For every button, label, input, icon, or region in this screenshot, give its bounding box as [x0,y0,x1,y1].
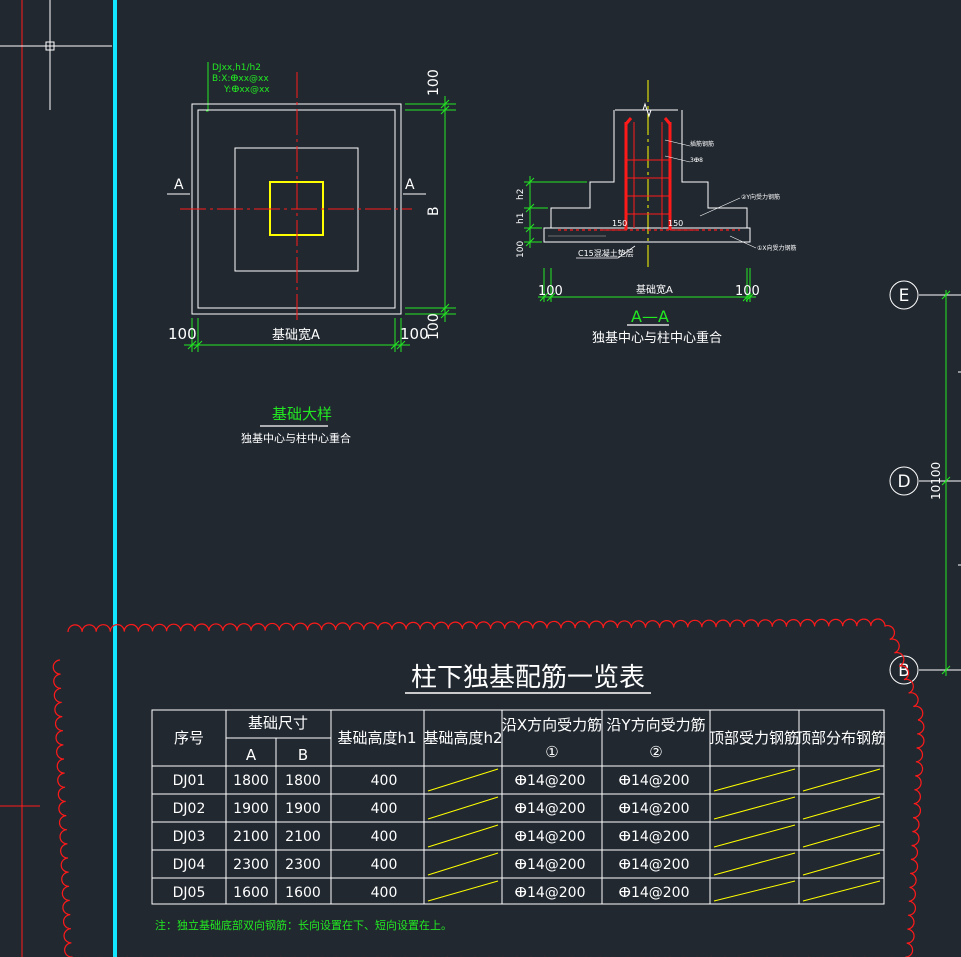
header-no: 序号 [174,729,204,747]
svg-text:ⴲ14@200: ⴲ14@200 [515,801,586,817]
label-c15: C15混凝土垫层 [578,248,634,258]
svg-text:ⴲ14@200: ⴲ14@200 [515,829,586,845]
plan-note-line2: B:X:ⴲxx@xx [212,74,269,84]
label-150-right: 150 [668,219,683,228]
label-x-rebar: ①X向受力钢筋 [757,244,797,252]
plan-caption-title: 基础大样 [272,405,332,423]
svg-text:2300: 2300 [285,857,321,873]
svg-text:400: 400 [371,773,398,789]
section-tag-right: A [405,177,415,193]
svg-text:1800: 1800 [233,773,269,789]
svg-text:2100: 2100 [233,829,269,845]
svg-text:ⴲ14@200: ⴲ14@200 [515,885,586,901]
dim-right-bot: 100 [426,313,442,340]
table-row: DJ05 1600 1600 400 ⴲ14@200 ⴲ14@200 [173,885,690,901]
header-x-num: ① [545,743,558,761]
svg-text:ⴲ14@200: ⴲ14@200 [619,829,690,845]
section-dim-mid: 基础宽A [636,283,673,296]
svg-text:1900: 1900 [285,801,321,817]
plan-note-line1: DJxx,h1/h2 [212,63,261,73]
dim-right-top: 100 [426,69,442,96]
header-x-rebar: 沿X方向受力筋 [502,716,602,734]
label-stirrup: 3ⴲ8 [690,157,703,164]
svg-text:ⴲ14@200: ⴲ14@200 [515,857,586,873]
dim-bottom-right: 100 [400,325,429,343]
plan-caption-sub: 独基中心与柱中心重合 [241,431,351,445]
crosshair-cursor [0,0,112,110]
svg-text:1600: 1600 [233,885,269,901]
table-title: 柱下独基配筋一览表 [411,663,645,693]
label-dowel-rebar: 插筋钢筋 [690,140,714,148]
header-h1: 基础高度h1 [337,729,416,747]
label-100-vert: 100 [516,241,526,258]
svg-text:DJ02: DJ02 [173,801,206,817]
axis-bubble-d: D [897,472,910,492]
header-b: B [298,746,308,764]
revision-cloud [52,618,925,957]
label-h2: h2 [516,189,526,200]
table-row: DJ03 2100 2100 400 ⴲ14@200 ⴲ14@200 [173,829,690,845]
header-a: A [246,746,257,764]
header-top-main: 顶部受力钢筋 [709,729,799,747]
label-150-left: 150 [612,219,627,228]
svg-text:ⴲ14@200: ⴲ14@200 [619,885,690,901]
section-dim-right: 100 [735,284,760,299]
svg-text:400: 400 [371,829,398,845]
grid-axes: 10100 E D B [889,280,961,685]
svg-text:400: 400 [371,801,398,817]
section-title: A—A [631,307,669,326]
axis-bubble-b: B [898,661,910,681]
header-y-rebar: 沿Y方向受力筋 [606,716,705,734]
axis-bubble-e: E [899,286,910,306]
header-y-num: ② [649,743,662,761]
svg-text:DJ01: DJ01 [173,773,206,789]
svg-text:ⴲ14@200: ⴲ14@200 [619,857,690,873]
plan-note-line3: Y:ⴲxx@xx [223,85,270,95]
foundation-plan-view: DJxx,h1/h2 B:X:ⴲxx@xx Y:ⴲxx@xx A A 100 B… [167,62,456,445]
svg-text:ⴲ14@200: ⴲ14@200 [619,801,690,817]
empty-cell-slashes [427,768,881,902]
svg-text:DJ03: DJ03 [173,829,206,845]
svg-text:ⴲ14@200: ⴲ14@200 [619,773,690,789]
svg-text:1900: 1900 [233,801,269,817]
rebar-schedule-table: 柱下独基配筋一览表 [151,663,886,932]
svg-text:1800: 1800 [285,773,321,789]
svg-text:1600: 1600 [285,885,321,901]
svg-text:2100: 2100 [285,829,321,845]
table-row: DJ02 1900 1900 400 ⴲ14@200 ⴲ14@200 [173,801,690,817]
section-dim-left: 100 [538,284,563,299]
svg-text:ⴲ14@200: ⴲ14@200 [515,773,586,789]
svg-text:DJ05: DJ05 [173,885,206,901]
svg-text:2300: 2300 [233,857,269,873]
foundation-section-view: 插筋钢筋 3ⴲ8 ②Y向受力钢筋 ①X向受力钢筋 150 150 C15混凝土垫… [516,80,797,346]
svg-text:400: 400 [371,857,398,873]
section-sub: 独基中心与柱中心重合 [592,330,722,346]
axis-dimension-total: 10100 [929,462,943,500]
table-row: DJ01 1800 1800 400 ⴲ14@200 ⴲ14@200 [173,773,690,789]
section-tag-left: A [174,177,184,193]
header-top-dist: 顶部分布钢筋 [796,729,886,747]
dim-right-mid: B [426,206,442,216]
dim-bottom-left: 100 [168,325,197,343]
svg-text:DJ04: DJ04 [173,857,206,873]
dim-bottom-mid: 基础宽A [272,327,320,343]
table-row: DJ04 2300 2300 400 ⴲ14@200 ⴲ14@200 [173,857,690,873]
table-note: 注：独立基础底部双向钢筋：长向设置在下、短向设置在上。 [155,918,452,932]
header-size: 基础尺寸 [248,714,308,732]
left-border-lines [0,0,117,957]
label-y-rebar: ②Y向受力钢筋 [741,193,780,201]
header-h2: 基础高度h2 [423,729,502,747]
label-h1: h1 [516,213,526,224]
svg-text:400: 400 [371,885,398,901]
